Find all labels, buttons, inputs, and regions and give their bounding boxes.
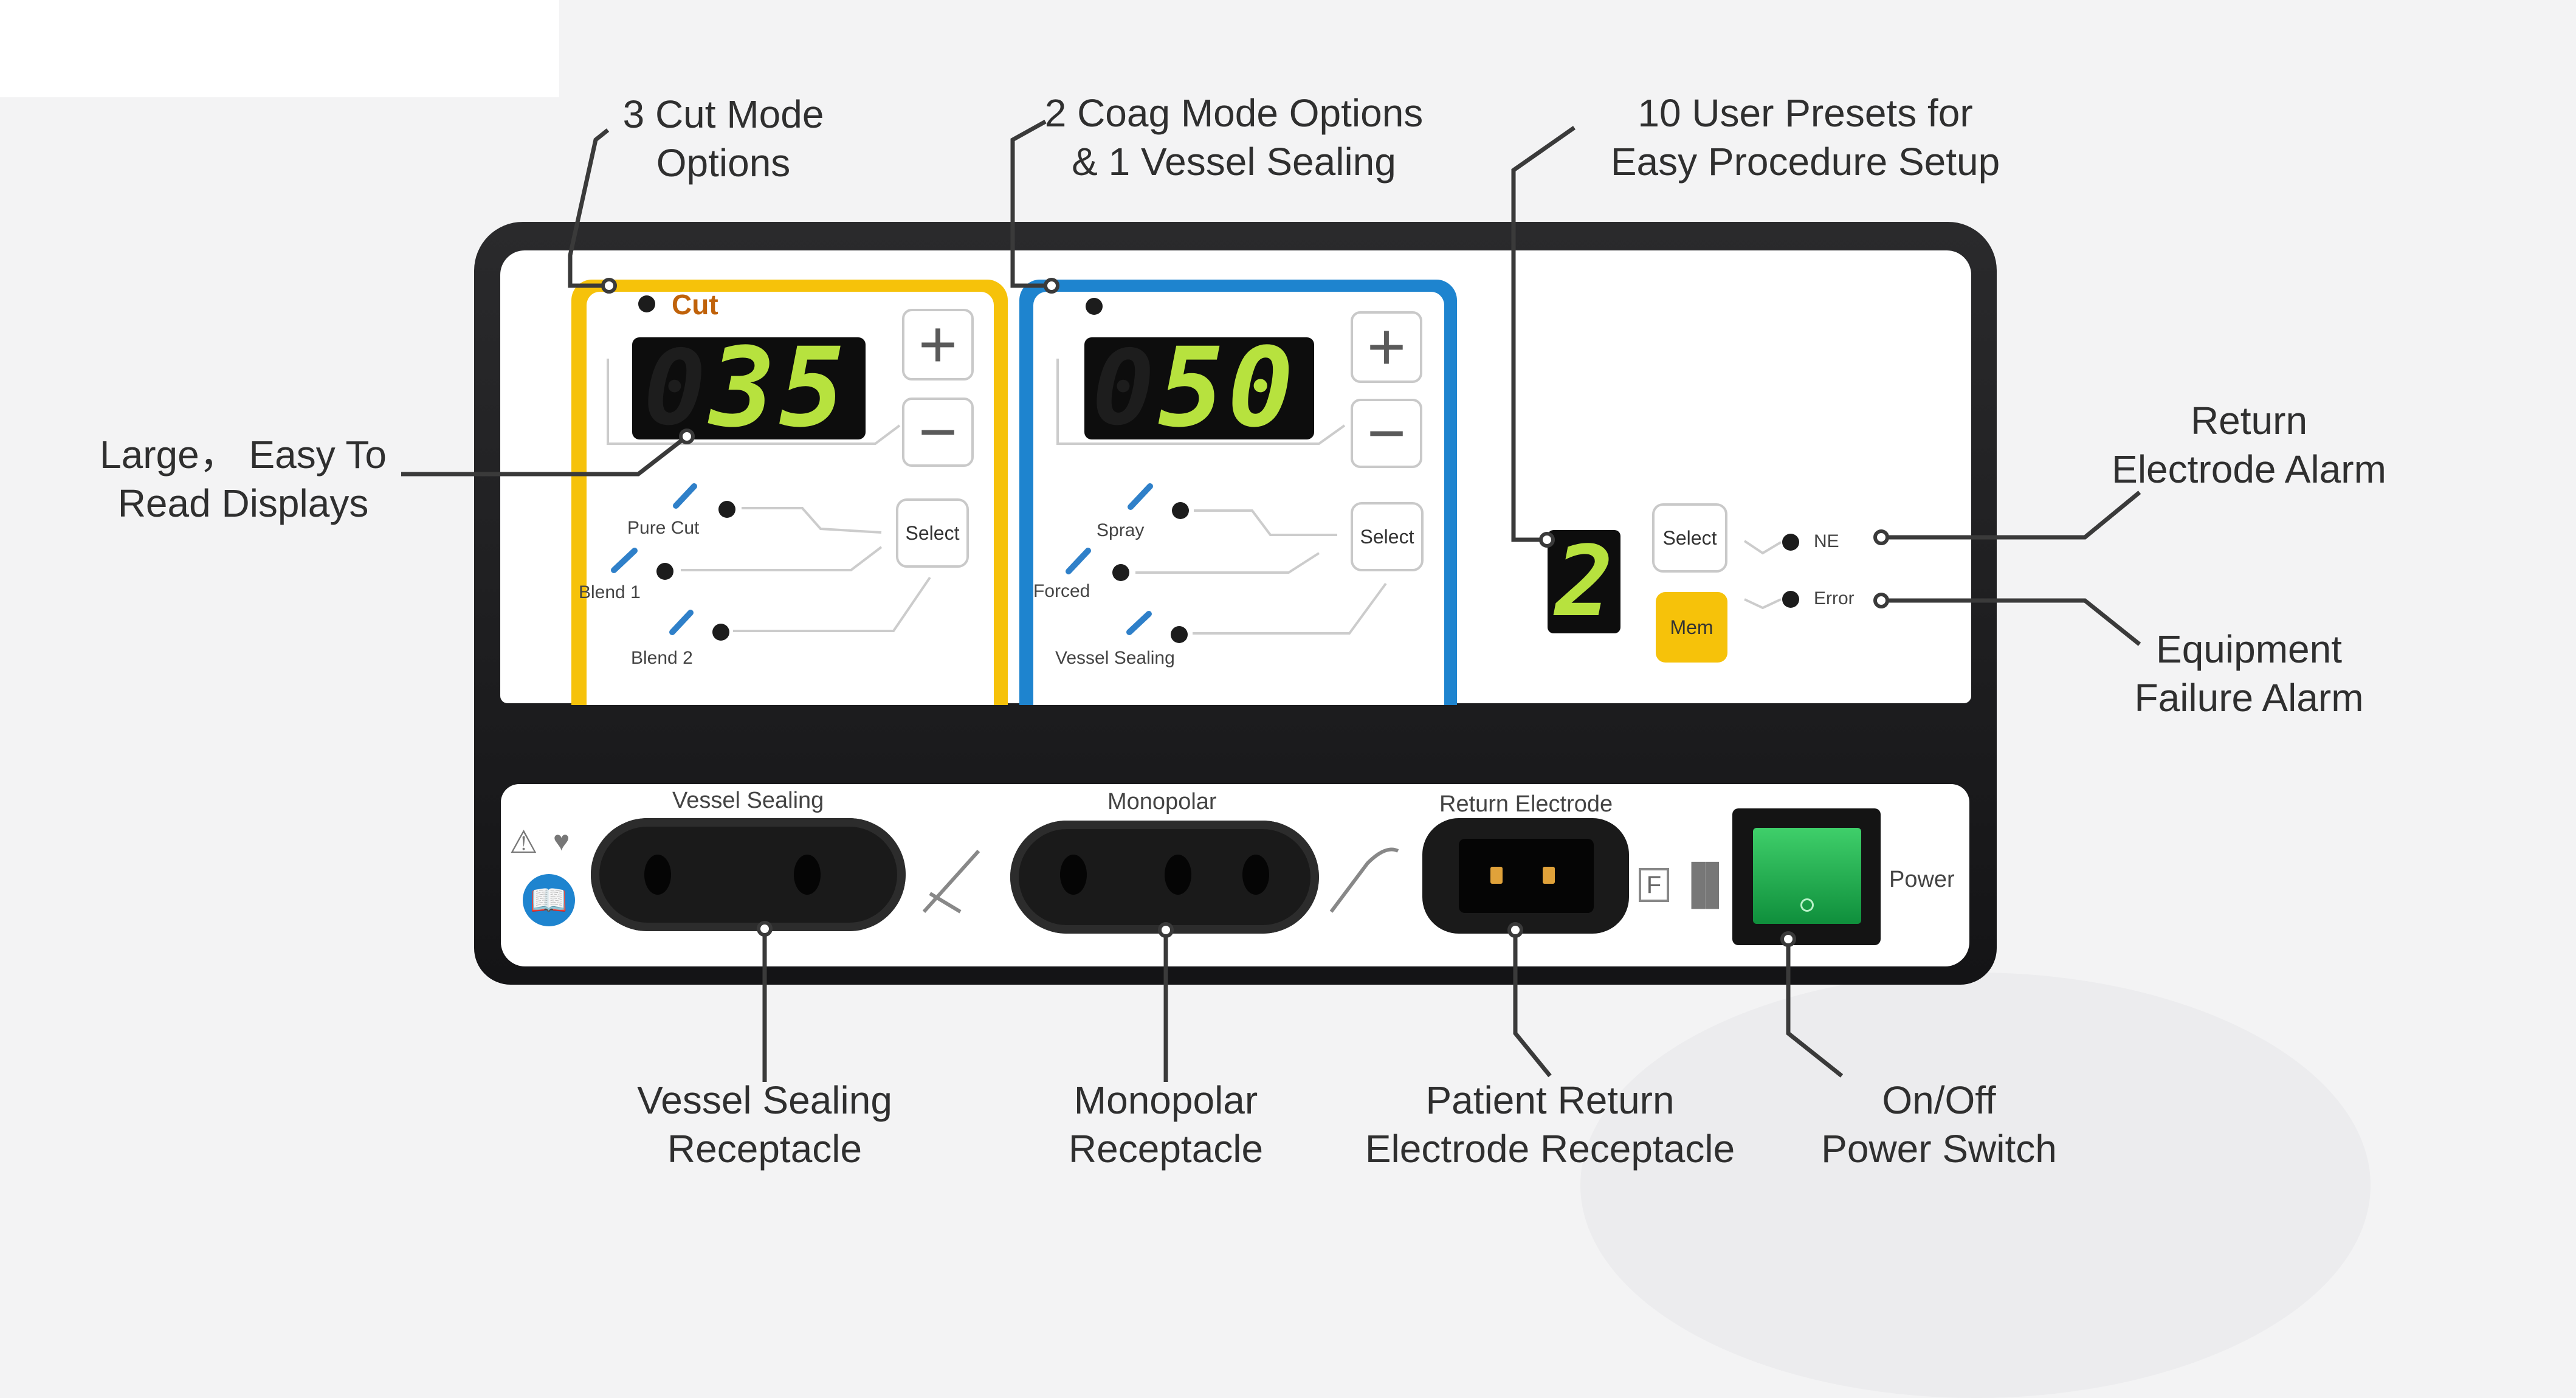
return-electrode-pin: [1490, 867, 1503, 884]
product-diagram: Cut 0 35 + − Select Pure Cut Blend 1 Ble…: [0, 0, 2407, 1173]
cut-plus-button[interactable]: +: [902, 309, 974, 380]
callout-presets: 10 User Presets for Easy Procedure Setup: [1580, 89, 2030, 186]
spray-led: [1172, 502, 1189, 519]
receptacle-hole: [1060, 855, 1087, 895]
pure-cut-label: Pure Cut: [627, 518, 700, 538]
callout-mono-receptacle: Monopolar Receptacle: [1014, 1076, 1318, 1173]
ne-alarm-label: NE: [1814, 531, 1839, 551]
vessel-sealing-port-label: Vessel Sealing: [672, 788, 824, 813]
receptacle-hole: [1165, 855, 1191, 895]
callout-return-receptacle: Patient Return Electrode Receptacle: [1343, 1076, 1757, 1173]
error-alarm-label: Error: [1814, 588, 1855, 608]
defib-protected-icon: ♥: [553, 825, 570, 856]
callout-line: Failure Alarm: [2134, 676, 2364, 720]
return-electrode-socket: [1459, 839, 1594, 913]
callout-line: Vessel Sealing: [637, 1078, 892, 1122]
vessel-sealing-label: Vessel Sealing: [1055, 648, 1175, 668]
callout-failure-alarm: Equipment Failure Alarm: [2091, 625, 2407, 722]
cut-display-value: 35: [709, 325, 849, 452]
vessel-sealing-receptacle[interactable]: [591, 818, 906, 931]
coag-power-display: 0 50: [1084, 328, 1314, 449]
coag-select-button[interactable]: Select: [1351, 502, 1424, 571]
coag-minus-button[interactable]: −: [1351, 399, 1422, 468]
receptacle-hole: [794, 855, 821, 895]
callout-power-switch: On/Off Power Switch: [1799, 1076, 2079, 1173]
coag-display-ghost-digit: 0: [1092, 328, 1154, 449]
blend-2-label: Blend 2: [631, 648, 693, 668]
leader-endpoints: [601, 278, 1889, 947]
coag-active-led: [1086, 298, 1103, 315]
cut-select-button[interactable]: Select: [896, 498, 969, 568]
warning-icon: ⚠: [509, 825, 538, 860]
instrument-sketches: [611, 483, 1153, 635]
callout-return-alarm: Return Electrode Alarm: [2091, 396, 2407, 494]
circuit-traces: [607, 359, 1782, 635]
cut-active-led: [638, 295, 655, 312]
callout-line: Electrode Receptacle: [1365, 1127, 1735, 1171]
callout-line: Large， Easy To: [100, 433, 387, 477]
receptacle-hole: [1242, 855, 1269, 895]
callout-line: Receptacle: [1068, 1127, 1264, 1171]
callout-vessel-receptacle: Vessel Sealing Receptacle: [607, 1076, 923, 1173]
error-alarm-led: [1782, 591, 1799, 608]
leader-lines: [401, 119, 2141, 1082]
probe-sketches: [922, 847, 1399, 914]
ne-alarm-led: [1782, 534, 1799, 551]
return-electrode-port-label: Return Electrode: [1439, 791, 1613, 817]
callout-line: 10 User Presets for: [1638, 91, 1973, 135]
coag-display-value: 50: [1158, 325, 1297, 452]
callout-line: On/Off: [1882, 1078, 1996, 1122]
callout-line: Electrode Alarm: [2112, 447, 2386, 491]
cut-display-ghost-digit: 0: [643, 328, 706, 449]
forced-led: [1112, 564, 1129, 581]
blend-1-label: Blend 1: [579, 582, 641, 602]
patient-plate-icon: ▐▌: [1678, 862, 1733, 906]
callout-line: 2 Coag Mode Options: [1044, 91, 1424, 135]
callout-cut-modes: 3 Cut Mode Options: [602, 90, 845, 187]
receptacle-hole: [644, 855, 671, 895]
callout-line: Easy Procedure Setup: [1610, 140, 2000, 184]
callout-line: 3 Cut Mode: [622, 92, 824, 136]
callout-leader-lines: [401, 119, 2141, 1082]
return-electrode-pin: [1543, 867, 1555, 884]
preset-display: 2: [1548, 530, 1620, 633]
manual-icon: 📖: [523, 874, 575, 926]
cut-title: Cut: [672, 289, 718, 320]
callout-coag-modes: 2 Coag Mode Options & 1 Vessel Sealing: [1033, 89, 1434, 186]
callout-line: Return: [2190, 399, 2308, 442]
callout-displays: Large， Easy To Read Displays: [85, 430, 401, 528]
spray-label: Spray: [1097, 520, 1145, 540]
power-symbol: [1800, 898, 1814, 912]
cut-power-display: 0 35: [632, 328, 866, 449]
callout-line: Equipment: [2156, 627, 2342, 671]
coag-title: Coag: [1121, 289, 1191, 320]
callout-line: Receptacle: [667, 1127, 863, 1171]
callout-line: Options: [656, 141, 791, 185]
callout-line: & 1 Vessel Sealing: [1072, 140, 1396, 184]
callout-line: Monopolar: [1073, 1078, 1258, 1122]
preset-select-button[interactable]: Select: [1652, 503, 1727, 573]
coag-plus-button[interactable]: +: [1351, 311, 1422, 383]
callout-line: Patient Return: [1425, 1078, 1675, 1122]
f-type-badge: F: [1639, 868, 1669, 902]
forced-label: Forced: [1033, 581, 1090, 601]
cut-minus-button[interactable]: −: [902, 398, 974, 467]
mem-button[interactable]: Mem: [1656, 592, 1727, 663]
monopolar-port-label: Monopolar: [1107, 789, 1217, 814]
blend-1-led: [656, 563, 673, 580]
callout-line: Power Switch: [1821, 1127, 2057, 1171]
power-label: Power: [1889, 867, 1955, 892]
background-shape: [0, 0, 559, 97]
preset-display-value: 2: [1554, 525, 1614, 638]
vessel-sealing-led: [1171, 626, 1188, 643]
callout-line: Read Displays: [117, 481, 369, 525]
blend-2-led: [712, 624, 729, 641]
pure-cut-led: [718, 501, 735, 518]
